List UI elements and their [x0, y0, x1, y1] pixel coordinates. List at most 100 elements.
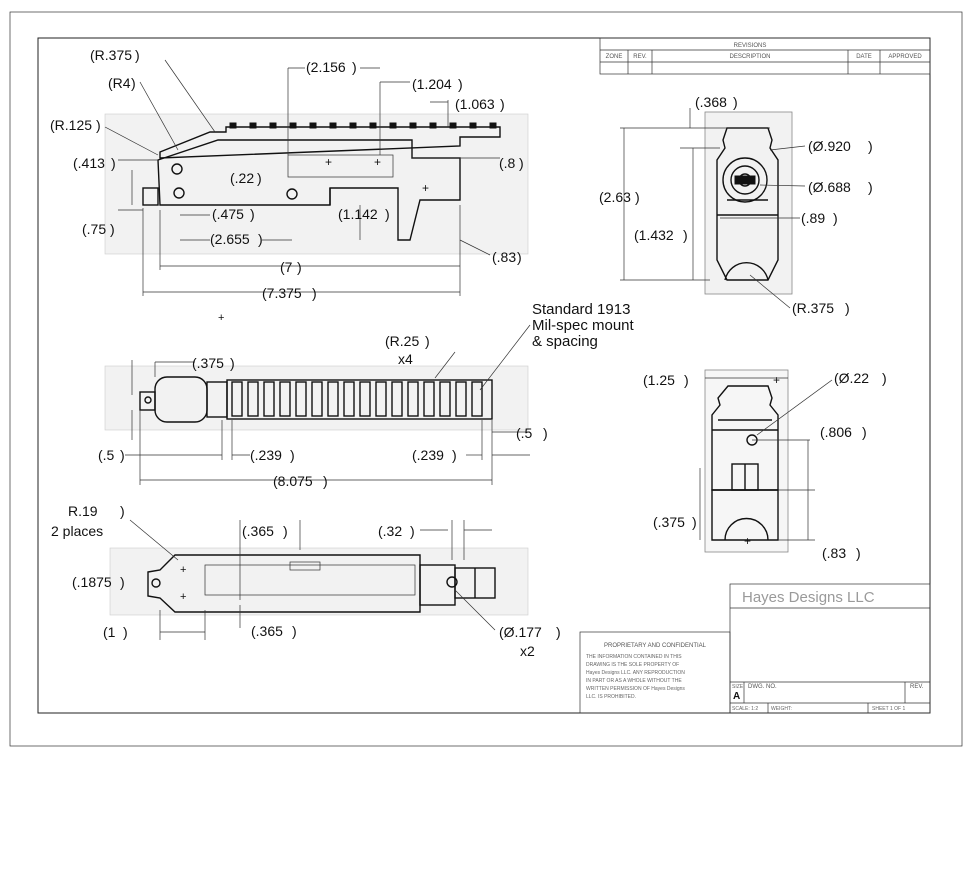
proprietary-line-5: WRITTEN PERMISSION OF Hayes Designs [586, 686, 685, 692]
dim-2156: (2.156 [306, 59, 346, 75]
svg-text:): ) [543, 425, 548, 441]
note-standard-1913: Standard 1913 [532, 301, 630, 318]
dim-x4: x4 [398, 351, 413, 367]
outer-border [9, 11, 963, 747]
dim-5-right: (.5 [516, 425, 533, 441]
sheet-label: SHEET 1 OF 1 [872, 706, 905, 712]
svg-text:): ) [230, 355, 235, 371]
rear-view: + + (1.25 ) (Ø.22 ) (.806 ) (.375 ) (.83… [643, 369, 887, 561]
end-view: (.368 ) (2.63 ) (1.432 ) (Ø.920 ) (Ø.688… [599, 94, 873, 316]
side-view-bg [104, 113, 529, 255]
svg-text:): ) [120, 503, 125, 519]
dim-r25: (R.25 [385, 333, 419, 349]
dim-83-rear: (.83 [822, 545, 846, 561]
svg-text:): ) [882, 370, 887, 386]
dim-375-top: (.375 [192, 355, 224, 371]
dim-5-left: (.5 [98, 447, 115, 463]
company-name: Hayes Designs LLC [742, 589, 875, 606]
svg-text:+: + [773, 373, 780, 387]
svg-text:): ) [458, 76, 463, 92]
dim-7: (7 [280, 259, 293, 275]
dim-263: (2.63 [599, 189, 631, 205]
dim-125: (1.25 [643, 372, 675, 388]
svg-text:+: + [218, 312, 224, 324]
dim-22: (.22 [230, 170, 254, 186]
note-spacing: & spacing [532, 333, 598, 350]
svg-text:): ) [352, 59, 357, 75]
proprietary-line-1: THE INFORMATION CONTAINED IN THIS [586, 654, 682, 660]
proprietary-line-2: DRAWING IS THE SOLE PROPERTY OF [586, 662, 679, 668]
svg-text:): ) [635, 189, 640, 205]
svg-text:+: + [744, 534, 751, 548]
dim-375-rear: (.375 [653, 514, 685, 530]
dim-475: (.475 [212, 206, 244, 222]
svg-text:): ) [258, 231, 263, 247]
dim-1204: (1.204 [412, 76, 452, 92]
dim-32: (.32 [378, 523, 402, 539]
svg-text:): ) [297, 259, 302, 275]
svg-text:): ) [856, 545, 861, 561]
svg-text:): ) [323, 473, 328, 489]
side-view: + + + (R.375 ) (R4 ) (R.125 ) (.41 [50, 47, 529, 301]
svg-text:): ) [692, 514, 697, 530]
note-milspec-mount: Mil-spec mount [532, 317, 635, 334]
svg-text:+: + [180, 591, 186, 603]
drawing-frame [37, 37, 931, 714]
proprietary-heading: PROPRIETARY AND CONFIDENTIAL [604, 643, 707, 649]
note-2-places: 2 places [51, 523, 103, 539]
revisions-description: DESCRIPTION [729, 54, 770, 60]
size-label: SIZE [732, 684, 744, 690]
dim-1875: (.1875 [72, 574, 112, 590]
svg-text:): ) [868, 138, 873, 154]
dim-1142: (1.142 [338, 206, 378, 222]
svg-text:): ) [556, 624, 561, 640]
svg-text:): ) [683, 227, 688, 243]
svg-text:): ) [111, 155, 116, 171]
dim-806: (.806 [820, 424, 852, 440]
weight-label: WEIGHT: [771, 706, 792, 712]
dwg-no-label: DWG. NO. [748, 684, 777, 690]
dim-413: (.413 [73, 155, 105, 171]
dim-x2: x2 [520, 643, 535, 659]
dim-365-bottom: (.365 [251, 623, 283, 639]
dim-r375-side: (R.375 [90, 47, 132, 63]
svg-text:): ) [733, 94, 738, 110]
scale-label: SCALE: 1:2 [732, 706, 758, 712]
dim-239-left: (.239 [250, 447, 282, 463]
svg-text:): ) [110, 221, 115, 237]
svg-text:+: + [422, 181, 429, 195]
dim-1432: (1.432 [634, 227, 674, 243]
svg-text:): ) [257, 170, 262, 186]
svg-text:+: + [374, 155, 381, 169]
svg-text:): ) [519, 155, 524, 171]
svg-text:+: + [180, 564, 186, 576]
svg-text:): ) [385, 206, 390, 222]
svg-text:): ) [120, 574, 125, 590]
revision-table: REVISIONS ZONE REV. DESCRIPTION DATE APP… [599, 37, 931, 75]
svg-text:): ) [135, 47, 140, 63]
svg-text:): ) [123, 624, 128, 640]
title-block: PROPRIETARY AND CONFIDENTIAL THE INFORMA… [579, 583, 931, 714]
svg-text:): ) [517, 249, 522, 265]
dim-7375: (7.375 [262, 285, 302, 301]
svg-text:): ) [500, 96, 505, 112]
proprietary-line-6: LLC. IS PROHIBITED. [586, 694, 636, 700]
svg-text:): ) [862, 424, 867, 440]
svg-text:): ) [250, 206, 255, 222]
dim-r125: (R.125 [50, 117, 92, 133]
dim-dia177: (Ø.177 [499, 624, 542, 640]
rear-view-bg [704, 369, 789, 553]
svg-text:): ) [868, 179, 873, 195]
rev-label: REV. [910, 684, 924, 690]
revisions-zone: ZONE [606, 54, 623, 60]
dim-dia688: (Ø.688 [808, 179, 851, 195]
svg-text:+: + [325, 155, 332, 169]
dim-83-side: (.83 [492, 249, 516, 265]
top-rail-slots [231, 381, 483, 417]
size-value: A [733, 691, 740, 702]
end-view-bg [704, 111, 793, 295]
dim-1063: (1.063 [455, 96, 495, 112]
dim-r19: R.19 [68, 503, 98, 519]
dim-dia920: (Ø.920 [808, 138, 851, 154]
